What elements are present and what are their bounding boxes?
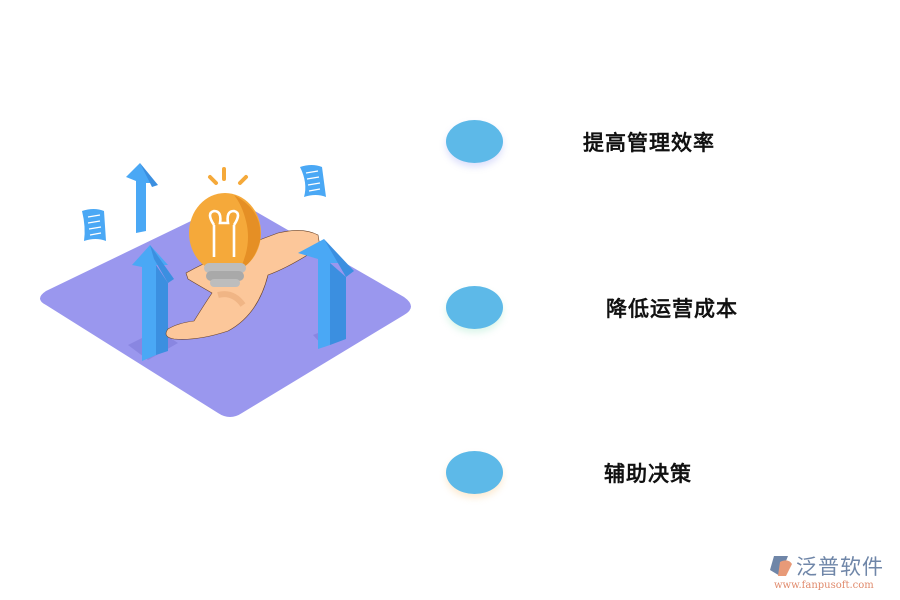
- logo-url: www.fanpusoft.com: [774, 580, 874, 591]
- item-label: 提高管理效率: [583, 131, 715, 155]
- bullet-circle-icon: [446, 451, 503, 494]
- hand-icon: [165, 230, 321, 340]
- arrow-up-icon-left-large: [132, 245, 174, 361]
- logo-name: 泛普软件: [796, 555, 884, 579]
- item-label: 降低运营成本: [606, 297, 738, 321]
- lightbulb-icon: [189, 167, 261, 287]
- brand-logo: 泛普软件 www.fanpusoft.com: [768, 551, 898, 595]
- arrow-up-icon-right-large: [298, 239, 354, 349]
- document-icon-right: [300, 165, 326, 197]
- illustration: [28, 155, 418, 425]
- bullet-circle-icon: [446, 286, 503, 329]
- hand-lightbulb-illustration: [40, 163, 411, 417]
- fanpu-logo-icon: [770, 556, 792, 576]
- list-item-reduce-cost: 降低运营成本: [446, 286, 886, 336]
- document-icon-left: [82, 209, 106, 241]
- bullet-circle-icon: [446, 120, 503, 163]
- arrow-up-icon-small: [126, 163, 158, 233]
- item-label: 辅助决策: [604, 462, 692, 486]
- list-item-improve-efficiency: 提高管理效率: [446, 120, 886, 170]
- list-item-decision-support: 辅助决策: [446, 451, 886, 501]
